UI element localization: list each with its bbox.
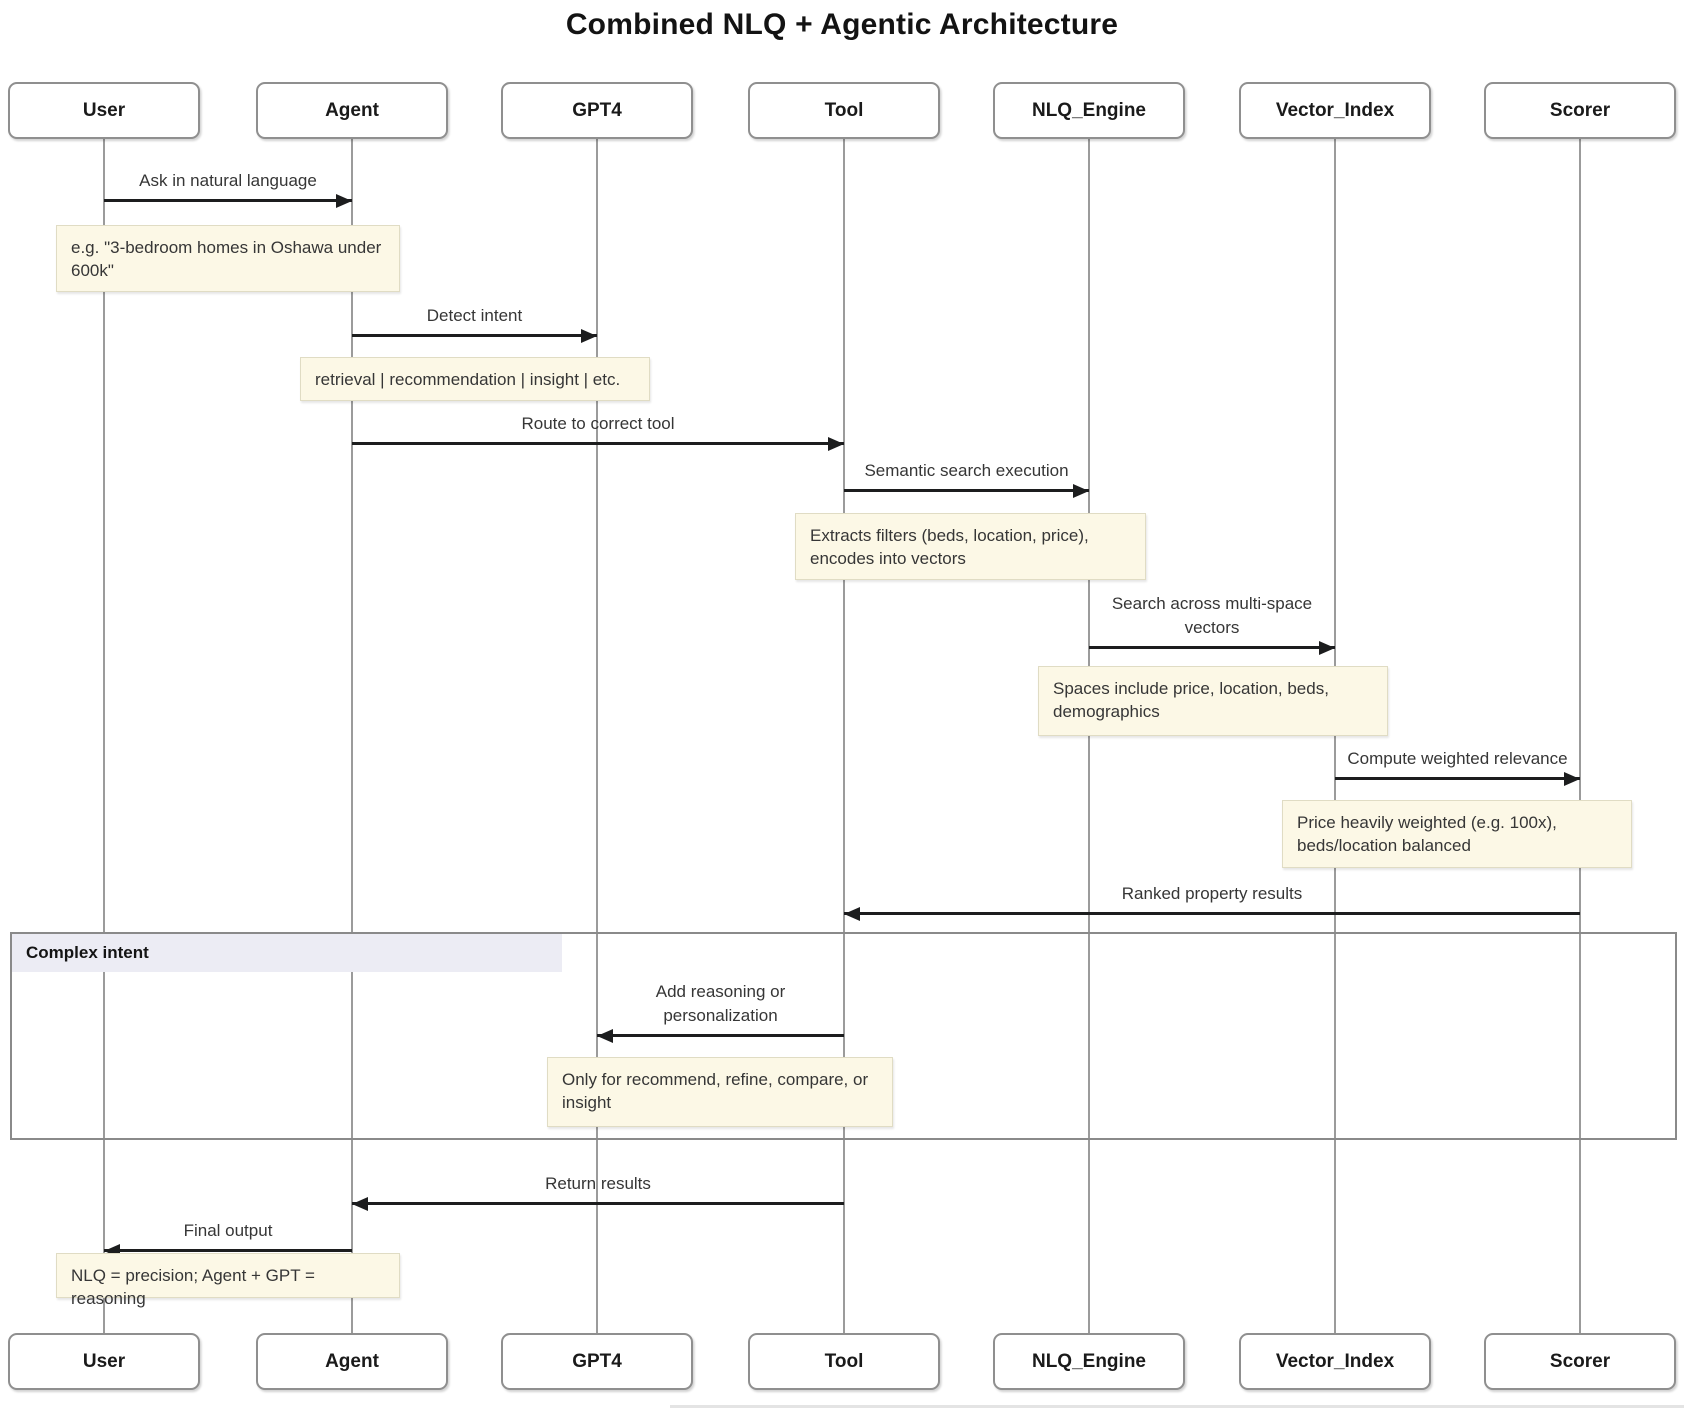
arrowhead-right xyxy=(1564,771,1580,786)
arrowhead-right xyxy=(336,193,352,208)
message-label-6: Compute weighted relevance xyxy=(1347,749,1568,769)
note-5: Price heavily weighted (e.g. 100x), beds… xyxy=(1282,800,1632,868)
arrow-line xyxy=(352,1202,844,1205)
actor-label: Scorer xyxy=(1549,99,1611,121)
arrow-line xyxy=(597,1034,844,1037)
actor-box-nlq-bottom: NLQ_Engine xyxy=(993,1333,1185,1390)
note-3: Extracts filters (beds, location, price)… xyxy=(795,513,1146,580)
arrowhead-right xyxy=(1319,640,1335,655)
message-arrow-2 xyxy=(352,328,597,343)
actor-label: Agent xyxy=(325,99,379,121)
lifeline-gpt4 xyxy=(596,138,598,1334)
actor-label: User xyxy=(82,99,126,121)
lifeline-agent xyxy=(351,138,353,1334)
complex-intent-frame xyxy=(10,932,1677,1140)
message-label-2: Detect intent xyxy=(426,306,523,326)
actor-label: Agent xyxy=(325,1350,379,1372)
message-arrow-9 xyxy=(352,1196,844,1211)
arrow-line xyxy=(1089,646,1335,649)
message-arrow-4 xyxy=(844,483,1089,498)
actor-label: Vector_Index xyxy=(1275,99,1395,121)
frame-label-text: Complex intent xyxy=(26,943,149,962)
message-label-7: Ranked property results xyxy=(1121,884,1303,904)
note-7: NLQ = precision; Agent + GPT = reasoning xyxy=(56,1253,400,1308)
actor-box-user-bottom: User xyxy=(8,1333,200,1390)
arrowhead-left xyxy=(597,1028,613,1043)
actor-label: NLQ_Engine xyxy=(1031,99,1146,121)
arrowhead-right xyxy=(1073,483,1089,498)
lifeline-user xyxy=(103,138,105,1334)
actor-label: NLQ_Engine xyxy=(1031,1350,1146,1372)
note-1: e.g. "3-bedroom homes in Oshawa under 60… xyxy=(56,225,400,292)
arrowhead-left xyxy=(844,906,860,921)
message-label-3: Route to correct tool xyxy=(521,414,675,434)
actor-label: User xyxy=(82,1350,126,1372)
lifeline-scorer xyxy=(1579,138,1581,1334)
arrowhead-right xyxy=(828,436,844,451)
actor-label: GPT4 xyxy=(572,99,622,121)
actor-box-scorer-bottom: Scorer xyxy=(1484,1333,1676,1390)
lifeline-vector xyxy=(1334,138,1336,1334)
lifeline-nlq xyxy=(1088,138,1090,1334)
actor-box-vector-top: Vector_Index xyxy=(1239,82,1431,139)
note-2: retrieval | recommendation | insight | e… xyxy=(300,357,650,401)
bottom-edge-artifact xyxy=(670,1405,1684,1408)
actor-label: Tool xyxy=(824,1350,864,1372)
actor-box-tool-top: Tool xyxy=(748,82,940,139)
arrow-line xyxy=(352,334,597,337)
message-arrow-10 xyxy=(104,1243,352,1258)
actor-box-agent-bottom: Agent xyxy=(256,1333,448,1390)
message-label-4: Semantic search execution xyxy=(864,461,1069,481)
diagram-title: Combined NLQ + Agentic Architecture xyxy=(565,8,1119,41)
message-arrow-3 xyxy=(352,436,844,451)
arrowhead-right xyxy=(581,328,597,343)
actor-box-agent-top: Agent xyxy=(256,82,448,139)
message-arrow-6 xyxy=(1335,771,1580,786)
lifeline-tool xyxy=(843,138,845,1334)
actor-box-gpt4-bottom: GPT4 xyxy=(501,1333,693,1390)
actor-box-tool-bottom: Tool xyxy=(748,1333,940,1390)
message-arrow-1 xyxy=(104,193,352,208)
actor-box-gpt4-top: GPT4 xyxy=(501,82,693,139)
actor-label: Scorer xyxy=(1549,1350,1611,1372)
message-arrow-7 xyxy=(844,906,1580,921)
actor-label: Tool xyxy=(824,99,864,121)
message-arrow-5 xyxy=(1089,640,1335,655)
actor-box-nlq-top: NLQ_Engine xyxy=(993,82,1185,139)
message-label-5: Search across multi-space vectors xyxy=(1111,593,1313,638)
actor-label: GPT4 xyxy=(572,1350,622,1372)
arrow-line xyxy=(844,489,1089,492)
message-label-1: Ask in natural language xyxy=(139,171,317,191)
message-label-10: Final output xyxy=(183,1221,273,1241)
arrowhead-left xyxy=(352,1196,368,1211)
arrow-line xyxy=(104,1249,352,1252)
message-label-8: Add reasoning or personalization xyxy=(655,981,786,1026)
message-label-9: Return results xyxy=(545,1174,651,1194)
arrow-line xyxy=(104,199,352,202)
arrow-line xyxy=(844,912,1580,915)
arrow-line xyxy=(352,442,844,445)
complex-intent-frame-label: Complex intent xyxy=(12,934,562,972)
actor-label: Vector_Index xyxy=(1275,1350,1395,1372)
message-arrow-8 xyxy=(597,1028,844,1043)
note-6: Only for recommend, refine, compare, or … xyxy=(547,1057,893,1127)
note-4: Spaces include price, location, beds, de… xyxy=(1038,666,1388,736)
actor-box-vector-bottom: Vector_Index xyxy=(1239,1333,1431,1390)
actor-box-scorer-top: Scorer xyxy=(1484,82,1676,139)
arrow-line xyxy=(1335,777,1580,780)
actor-box-user-top: User xyxy=(8,82,200,139)
